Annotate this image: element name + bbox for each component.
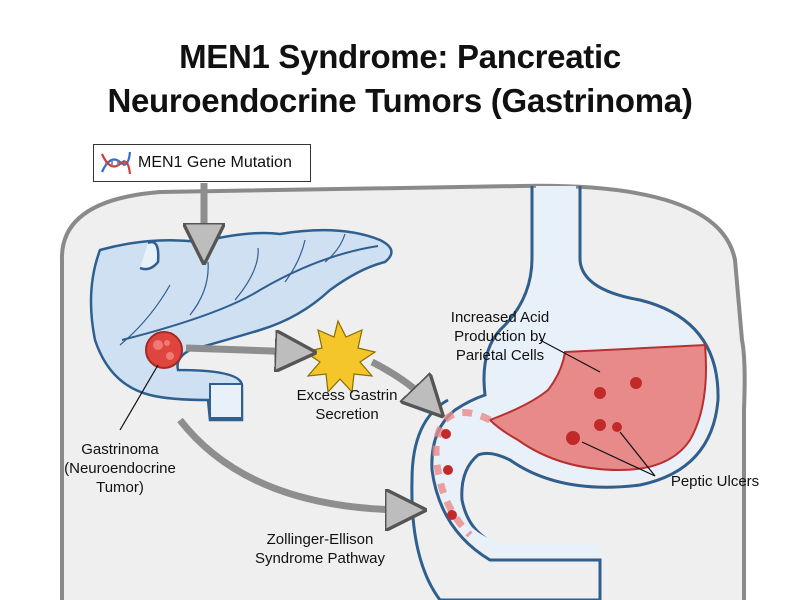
- gastrinoma-label: Gastrinoma (Neuroendocrine Tumor): [30, 440, 210, 497]
- increased-acid-label-line-3: Parietal Cells: [455, 347, 545, 364]
- pancreas: [89, 228, 393, 422]
- excess-gastrin-label-line-2: Secretion: [315, 406, 379, 423]
- zollinger-label-line-2: Syndrome Pathway: [254, 550, 386, 567]
- gastrinoma-label-line-3: Tumor): [96, 479, 144, 496]
- leader-lines: [119, 339, 656, 477]
- increased-acid-label-line-2: Production by: [454, 328, 546, 345]
- starburst-icon: [303, 319, 377, 394]
- zollinger-ellison-label: Zollinger-Ellison Syndrome Pathway: [240, 530, 400, 568]
- stomach: [410, 186, 720, 600]
- excess-gastrin-label-line-1: Excess Gastrin: [296, 387, 398, 404]
- gastrinoma-tumor: [145, 331, 183, 369]
- page-title-line-1: MEN1 Syndrome: Pancreatic: [179, 38, 621, 75]
- gastrinoma-label-line-2: (Neuroendocrine: [64, 460, 176, 477]
- gene-mutation-box: MEN1 Gene Mutation: [93, 144, 311, 182]
- arrow-tumor-to-gastrin: [185, 348, 300, 352]
- gastrinoma-label-line-1: Gastrinoma: [81, 441, 159, 458]
- increased-acid-label-line-1: Increased Acid: [450, 309, 550, 326]
- excess-gastrin-label: Excess Gastrin Secretion: [272, 386, 422, 424]
- peptic-ulcers-label: Peptic Ulcers: [670, 473, 760, 490]
- arrow-gastrin-to-stomach: [370, 358, 432, 405]
- ulcer-spots: [441, 377, 642, 520]
- increased-acid-label: Increased Acid Production by Parietal Ce…: [420, 308, 580, 365]
- page-title-line-2: Neuroendocrine Tumors (Gastrinoma): [107, 82, 693, 119]
- gene-mutation-label: MEN1 Gene Mutation: [138, 154, 292, 171]
- dna-icon: [100, 151, 132, 175]
- arrow-zollinger-pathway: [177, 417, 410, 510]
- zollinger-label-line-1: Zollinger-Ellison: [266, 531, 374, 548]
- pathway-arrows: [177, 183, 432, 510]
